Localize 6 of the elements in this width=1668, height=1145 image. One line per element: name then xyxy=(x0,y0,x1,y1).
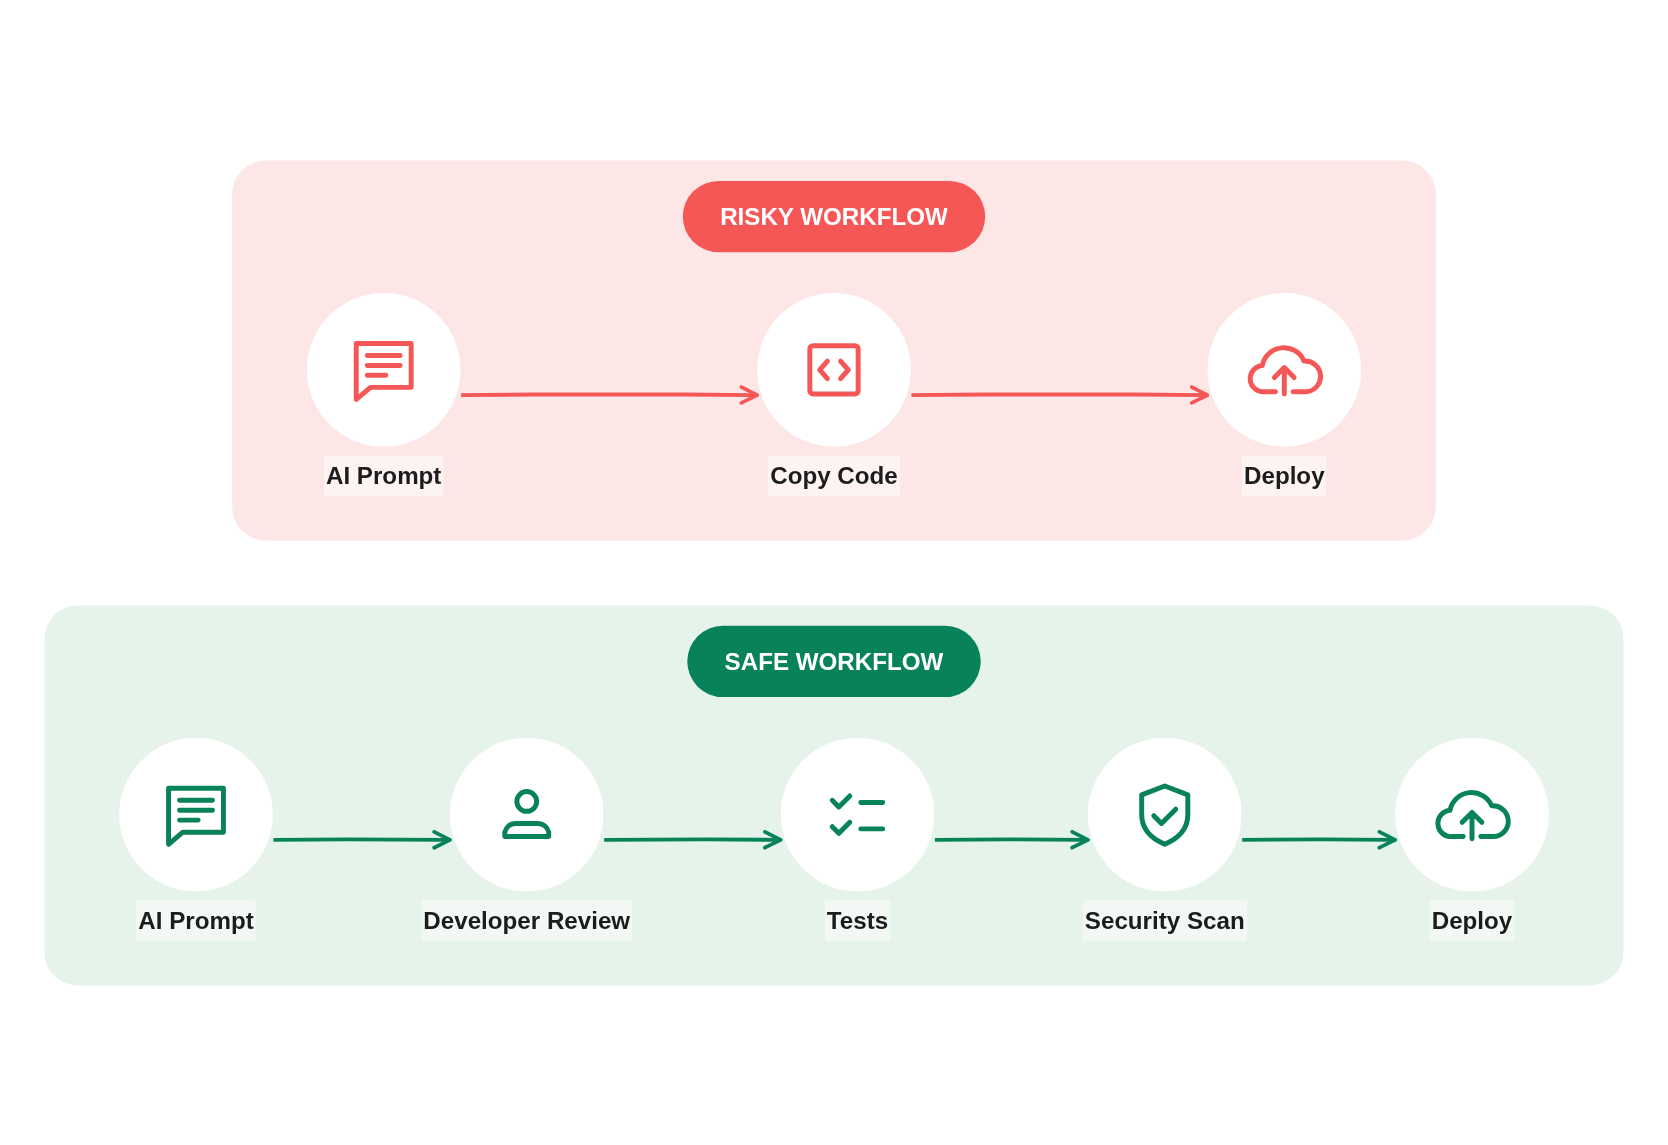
arrow xyxy=(934,829,1090,850)
arrow xyxy=(273,829,452,850)
arrow xyxy=(911,384,1210,405)
arrow xyxy=(1242,829,1398,850)
arrow xyxy=(604,829,783,850)
arrow xyxy=(461,384,760,405)
